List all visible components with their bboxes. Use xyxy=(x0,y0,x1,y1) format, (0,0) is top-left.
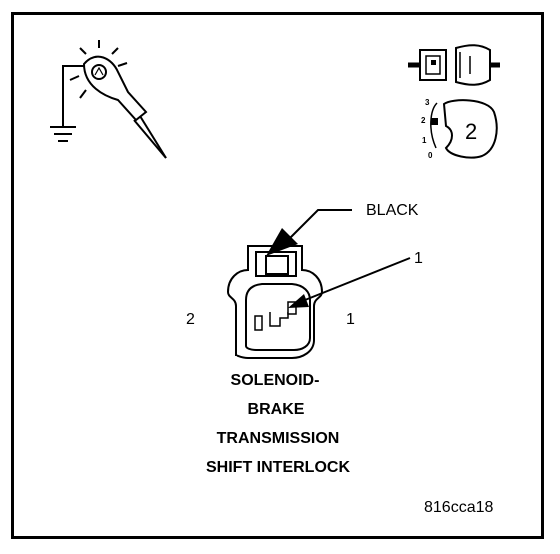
diagram-frame xyxy=(11,12,544,539)
figure-id: 816cca18 xyxy=(424,499,494,516)
component-title-line: SHIFT INTERLOCK xyxy=(206,459,350,476)
callout-pin-number: 1 xyxy=(414,250,423,267)
cavity-number-label: 2 xyxy=(465,119,478,144)
pin-number-left: 2 xyxy=(186,311,195,328)
component-title-line: TRANSMISSION xyxy=(216,430,340,447)
gauge-scale-label: 1 xyxy=(422,136,427,145)
connector-color-label: BLACK xyxy=(366,202,419,219)
test-light-icon xyxy=(50,40,167,159)
pin-1-callout-arrow xyxy=(288,257,411,308)
connector-shape xyxy=(226,245,324,359)
pin-number-right: 1 xyxy=(346,311,355,328)
component-title-line: SOLENOID- xyxy=(230,372,320,389)
black-callout-arrow xyxy=(266,209,352,256)
connector-view-icon xyxy=(408,44,500,159)
component-title-line: BRAKE xyxy=(247,401,305,418)
gauge-scale-label: 3 xyxy=(425,98,430,107)
gauge-scale-label: 2 xyxy=(421,116,426,125)
gauge-scale-label: 0 xyxy=(428,151,433,160)
